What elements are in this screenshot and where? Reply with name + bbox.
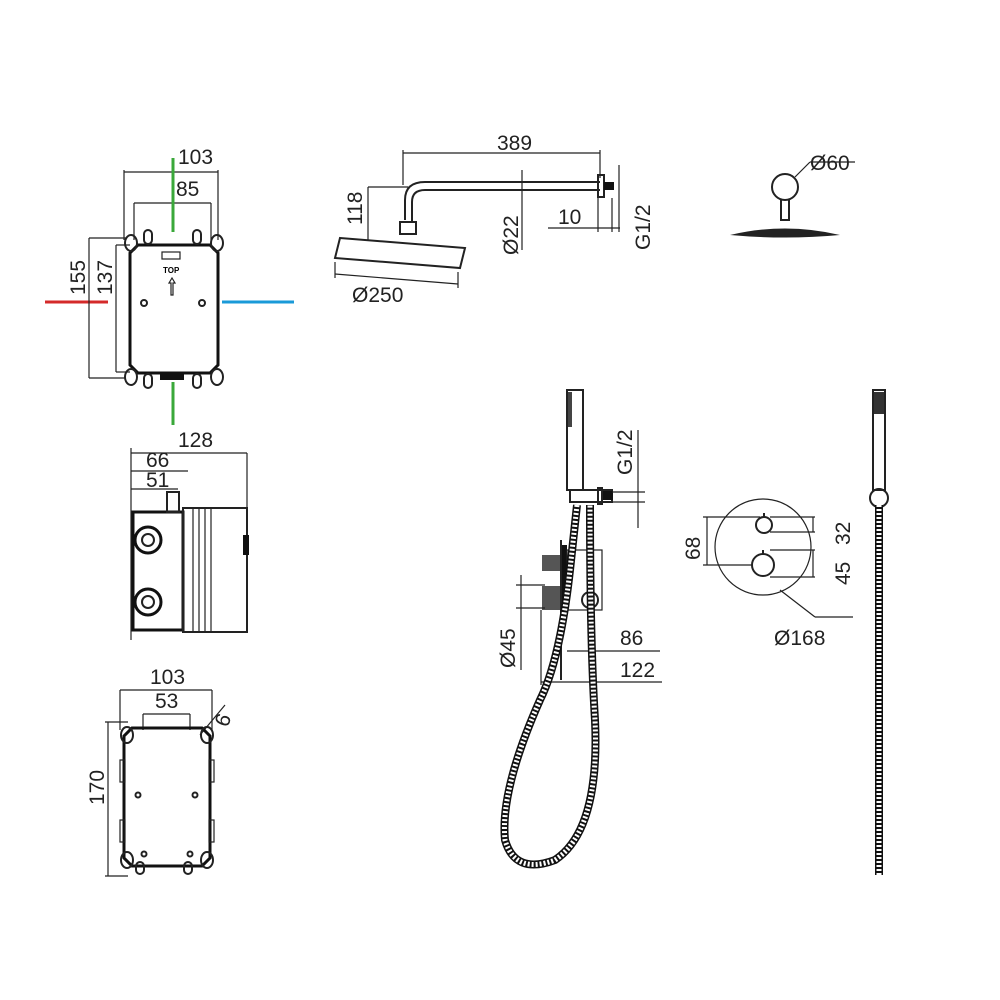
dim-depth-total: 128 — [178, 429, 213, 452]
dim-height-inner: 137 — [94, 260, 117, 295]
up-arrow-icon — [167, 276, 177, 296]
dim-knob-spacing: 68 — [682, 537, 705, 560]
dim-width-outer: 103 — [178, 146, 213, 169]
dim-flange: 10 — [558, 206, 581, 229]
dim-flange-diameter: Ø60 — [810, 152, 850, 175]
dim-height-outer: 155 — [67, 260, 90, 295]
dim-width-inner: 85 — [176, 178, 199, 201]
dim-back-width: 103 — [150, 666, 185, 689]
dim-depth-mid: 66 — [146, 449, 169, 472]
dim-depth-short: 86 — [620, 627, 643, 650]
dim-pipe-diameter: Ø22 — [500, 215, 523, 255]
dim-knob-diameter: Ø45 — [497, 628, 520, 668]
hand-shower-view: G1/2 Ø45 86 122 — [497, 389, 662, 869]
dim-back-inner: 53 — [155, 690, 178, 713]
dim-offset-upper: 32 — [832, 522, 855, 545]
shower-head-top-view: Ø60 — [730, 152, 855, 238]
dim-depth-long: 122 — [620, 659, 655, 682]
hand-shower-front-view — [869, 389, 889, 875]
box-side-view: 128 66 51 — [130, 429, 249, 640]
dim-arm-length: 389 — [497, 132, 532, 155]
dim-back-angle: 9 — [209, 710, 235, 729]
box-front-view: 103 85 155 137 TOP — [45, 146, 294, 425]
dim-arm-height: 118 — [344, 192, 367, 225]
dim-hand-thread: G1/2 — [614, 429, 637, 475]
dim-back-height: 170 — [86, 770, 109, 805]
dim-offset-lower: 45 — [832, 562, 855, 585]
shower-arm-view: 389 118 Ø22 10 G1/2 Ø250 — [333, 132, 655, 307]
dim-thread: G1/2 — [632, 204, 655, 250]
dim-head-diameter: Ø250 — [352, 284, 403, 307]
dim-depth-min: 51 — [146, 469, 169, 492]
valve-plate-view: 68 32 45 Ø168 — [682, 498, 855, 650]
top-label: TOP — [163, 266, 180, 275]
box-back-view: 103 53 9 170 — [86, 666, 235, 877]
dim-plate-diameter: Ø168 — [774, 627, 825, 650]
